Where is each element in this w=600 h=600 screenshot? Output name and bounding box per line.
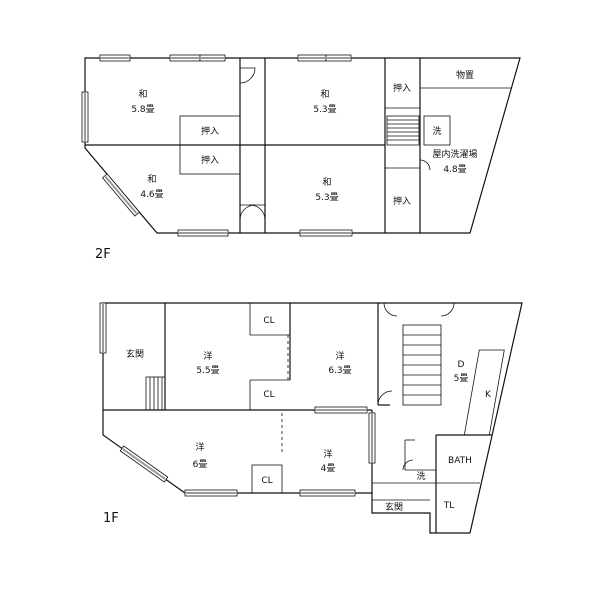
floor-1f-label: 1F	[103, 511, 119, 526]
room-2f-ne-size: 5.3畳	[313, 104, 336, 115]
room-2f-nw-size: 5.8畳	[131, 104, 154, 115]
cl-1f-label-2: CL	[263, 390, 274, 400]
room-2f-se-type: 和	[322, 177, 331, 188]
floor-1f-outline	[102, 302, 523, 534]
cl-1f-label-1: CL	[263, 316, 274, 326]
stairs-2f	[386, 115, 420, 146]
closet-2f-label-3: 押入	[393, 82, 411, 94]
room-2f-nw-type: 和	[138, 89, 147, 100]
dining-1f-type: D	[458, 360, 465, 370]
room-2f-se-size: 5.3畳	[315, 192, 338, 203]
room-2f-sw-size: 4.6畳	[140, 189, 163, 200]
windows-1f	[99, 302, 376, 497]
toilet-1f-label: TL	[443, 501, 455, 511]
room-2f-ne-type: 和	[320, 89, 329, 100]
closet-2f-label-1: 押入	[201, 125, 219, 137]
room-1f-d-type: 洋	[323, 448, 332, 460]
dining-1f-size: 5畳	[454, 373, 469, 384]
windows-2f	[81, 54, 353, 237]
laundry-2f-size: 4.8畳	[443, 164, 466, 175]
washer-1f-label: 洗	[416, 470, 425, 482]
entrance-1f-label: 玄関	[126, 348, 144, 360]
storage-2f-label: 物置	[456, 69, 474, 81]
room-1f-a-size: 5.5畳	[196, 365, 219, 376]
room-1f-a-type: 洋	[203, 350, 212, 362]
back-entrance-1f-label: 玄関	[385, 501, 403, 513]
closet-2f-label-4: 押入	[393, 195, 411, 207]
kitchen-1f-label: K	[485, 390, 492, 400]
entrance-step-1f	[145, 376, 166, 411]
room-1f-b-size: 6.3畳	[328, 365, 351, 376]
bath-1f-label: BATH	[448, 456, 472, 466]
floor-2f: 和 5.8畳 和 4.6畳 和 5.3畳 和 5.3畳 押入 押入 押入 押入 …	[81, 54, 521, 262]
stairs-1f	[402, 324, 442, 406]
room-1f-c-size: 6畳	[193, 459, 208, 470]
cl-1f-label-3: CL	[261, 476, 272, 486]
room-1f-c-type: 洋	[195, 441, 204, 453]
room-1f-d-size: 4畳	[321, 463, 336, 474]
room-1f-b-type: 洋	[335, 350, 344, 362]
washer-2f-label: 洗	[432, 125, 441, 137]
laundry-2f-name: 屋内洗濯場	[432, 148, 477, 160]
room-2f-sw-type: 和	[147, 174, 156, 185]
closet-2f-label-2: 押入	[201, 154, 219, 166]
floor-2f-label: 2F	[95, 247, 111, 262]
floor-1f: 玄関 洋 5.5畳 洋 6.3畳 洋 6畳 洋 4畳 CL CL CL D 5畳…	[99, 302, 523, 534]
